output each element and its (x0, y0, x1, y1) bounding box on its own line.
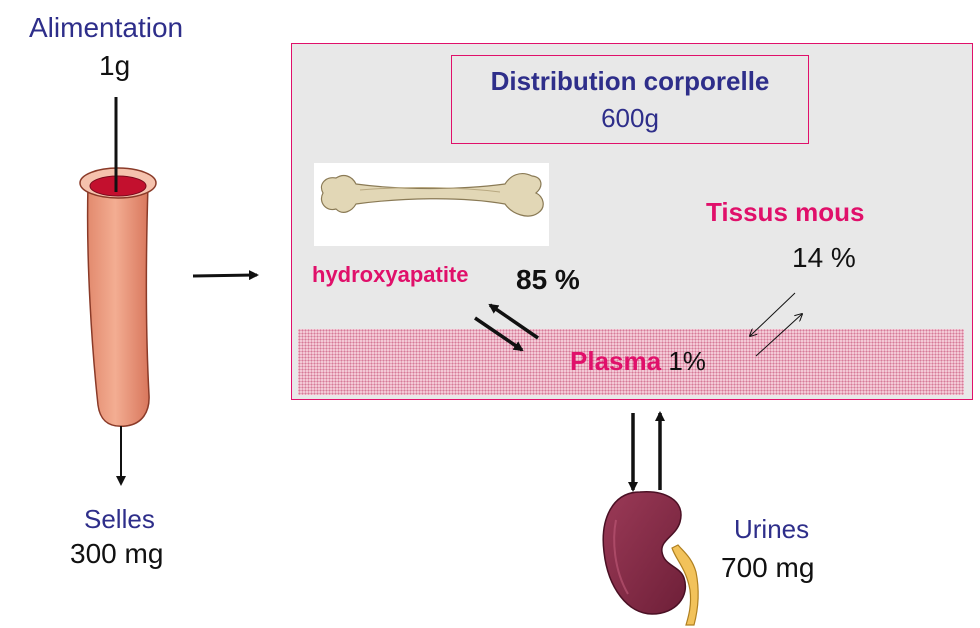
bone-label: hydroxyapatite (312, 262, 469, 287)
feces-title: Selles (84, 504, 155, 534)
bone-percent: 85 % (516, 264, 580, 295)
plasma-percent: 1% (668, 346, 706, 376)
bone-to-plasma-arrow (474, 316, 524, 352)
soft-tissue-label: Tissus mous (706, 197, 865, 227)
urine-title: Urines (734, 514, 810, 544)
urine-amount: 700 mg (721, 552, 815, 583)
intestine-icon (79, 167, 157, 428)
intake-amount: 1g (99, 50, 131, 81)
feces-amount: 300 mg (70, 538, 164, 569)
plasma-band (298, 329, 964, 395)
intake-title: Alimentation (29, 12, 184, 43)
plasma-to-bone-arrow (488, 303, 539, 340)
bone-icon (320, 172, 544, 217)
distribution-amount: 600g (601, 103, 659, 133)
absorption-arrow (192, 270, 259, 281)
kidney-icon (602, 491, 699, 626)
distribution-title-box: Distribution corporelle 600g (451, 55, 809, 144)
plasma-to-tissue-arrow (755, 314, 802, 357)
tissue-to-plasma-arrow (750, 292, 796, 336)
distribution-title: Distribution corporelle (490, 66, 770, 96)
soft-tissue-percent: 14 % (792, 242, 856, 273)
plasma-label: Plasma (570, 346, 662, 376)
plasma-text: Plasma 1% (570, 346, 706, 377)
